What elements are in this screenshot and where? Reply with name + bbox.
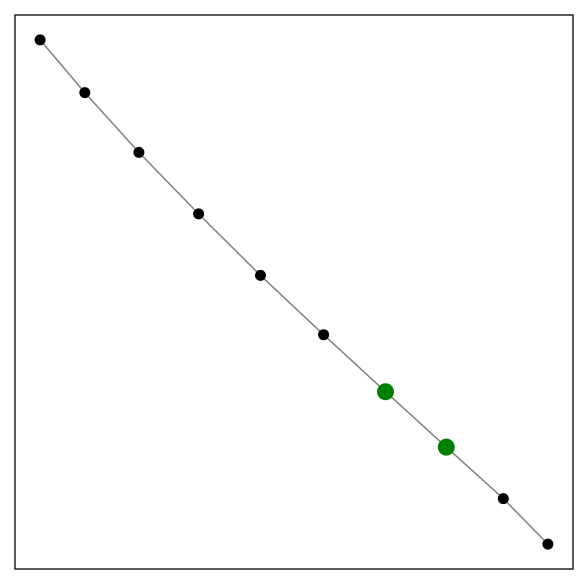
data-point [255,269,266,281]
highlighted-data-point [437,438,455,456]
series-line-layer [39,39,549,545]
data-point [193,208,205,220]
data-point [318,329,330,341]
data-point [34,34,46,46]
data-point [133,146,145,158]
series-line-0 [39,39,549,545]
data-points-layer [34,34,554,550]
data-point [542,538,554,550]
highlighted-data-point [377,383,394,401]
data-point [79,87,91,99]
data-point [497,493,509,505]
